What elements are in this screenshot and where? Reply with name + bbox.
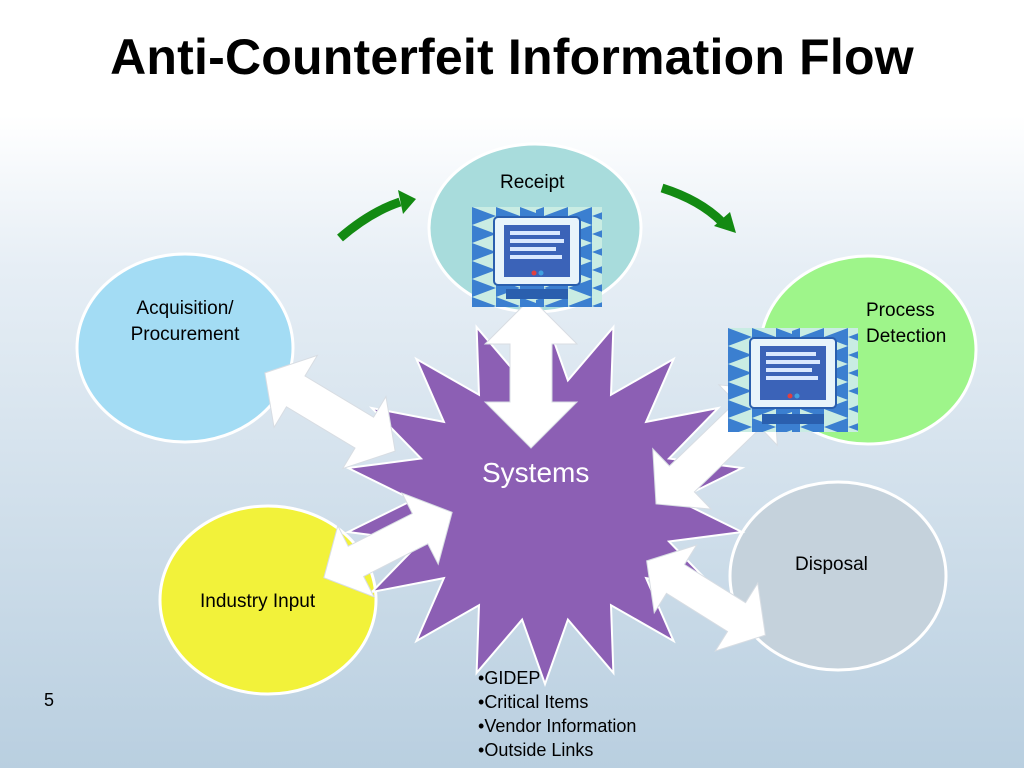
double-arrow-industry-systems-icon — [323, 492, 453, 598]
acquisition-label: Acquisition/ Procurement — [110, 296, 260, 348]
industry-input-circle — [158, 504, 378, 696]
computer-icon-process-detection — [728, 328, 858, 432]
flow-arrow-receipt-to-process-icon — [660, 183, 726, 226]
systems-list: GIDEP Critical Items Vendor Information … — [478, 666, 636, 762]
flow-arrow-acquisition-to-receipt-icon — [337, 197, 402, 242]
double-arrow-acquisition-systems-icon — [264, 354, 396, 470]
computer-icon-receipt — [472, 207, 602, 307]
flow-arrowhead-process-icon — [714, 212, 736, 233]
acquisition-label-line2: Procurement — [130, 324, 240, 345]
receipt-label: Receipt — [500, 172, 565, 193]
systems-list-item: Critical Items — [478, 690, 636, 714]
slide-title: Anti-Counterfeit Information Flow — [110, 29, 914, 85]
process-detection-label: Process Detection — [866, 298, 946, 350]
disposal-label: Disposal — [795, 554, 868, 575]
acquisition-label-line1: Acquisition/ — [136, 298, 234, 319]
process-detection-label-line1: Process — [866, 300, 935, 321]
page-number: 5 — [44, 690, 55, 710]
process-detection-label-line2: Detection — [866, 326, 947, 347]
acquisition-circle — [75, 252, 295, 444]
double-arrow-disposal-systems-icon — [646, 544, 766, 652]
systems-list-item: Vendor Information — [478, 714, 636, 738]
disposal-circle — [728, 480, 948, 672]
systems-label: Systems — [482, 457, 590, 488]
systems-list-item: Outside Links — [478, 738, 636, 762]
double-arrow-receipt-systems-icon — [483, 297, 579, 449]
flow-arrowhead-receipt-icon — [398, 190, 416, 214]
systems-list-item: GIDEP — [478, 666, 636, 690]
industry-input-label: Industry Input — [200, 591, 316, 612]
